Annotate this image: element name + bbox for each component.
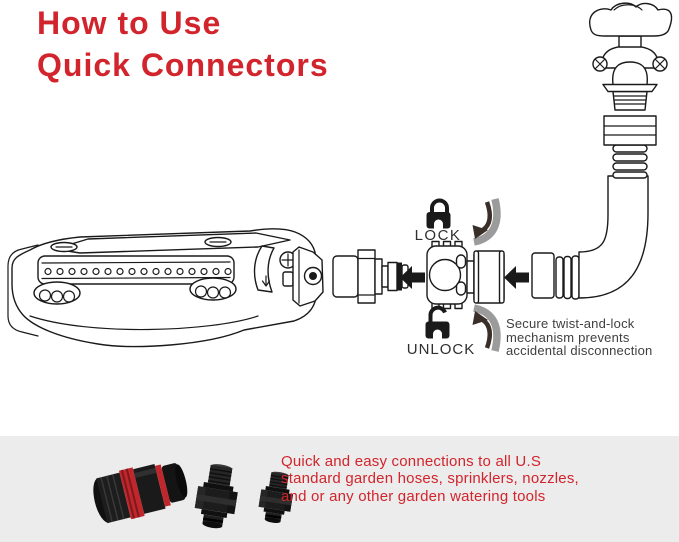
rotate-counterclockwise-arrow-icon xyxy=(472,304,501,352)
male-adapter-illustration xyxy=(332,249,409,304)
footer-line-2: standard garden hoses, sprinklers, nozzl… xyxy=(281,470,579,488)
note-line-1: Secure twist-and-lock xyxy=(506,316,635,331)
product-photo-male-adapter-small xyxy=(258,471,293,523)
footer-band: Quick and easy connections to all U.S st… xyxy=(0,436,679,542)
lock-mechanism-note: Secure twist-and-lock mechanism prevents… xyxy=(506,317,679,358)
product-photo-female-connector xyxy=(93,463,188,524)
footer-line-1: Quick and easy connections to all U.S xyxy=(281,453,542,470)
garden-hose-illustration xyxy=(531,175,649,300)
page-title: How to Use Quick Connectors xyxy=(37,2,329,86)
left-arrow-icon xyxy=(504,266,529,289)
footer-line-3: and or any other garden watering tools xyxy=(281,487,546,505)
female-connector-illustration xyxy=(426,240,505,310)
footer-text: Quick and easy connections to all U.S st… xyxy=(281,453,579,505)
note-line-3: accidental disconnection xyxy=(506,343,653,359)
unlock-label: UNLOCK xyxy=(406,341,476,358)
sprinkler-illustration xyxy=(7,228,324,348)
note-line-2: mechanism prevents xyxy=(506,329,630,345)
sprinkler-nozzle-row xyxy=(44,267,232,276)
product-photos xyxy=(93,463,293,529)
title-line-2: Quick Connectors xyxy=(37,47,329,83)
faucet-handle xyxy=(589,2,673,37)
closed-padlock-icon xyxy=(426,198,451,229)
outdoor-faucet-illustration xyxy=(589,2,673,179)
title-line-1: How to Use xyxy=(37,5,222,41)
product-photo-male-adapter-large xyxy=(194,464,238,529)
left-arrow-icon xyxy=(400,266,425,289)
open-padlock-icon xyxy=(425,305,450,339)
lock-label: LOCK xyxy=(414,227,462,244)
rotate-clockwise-arrow-icon xyxy=(472,198,501,246)
